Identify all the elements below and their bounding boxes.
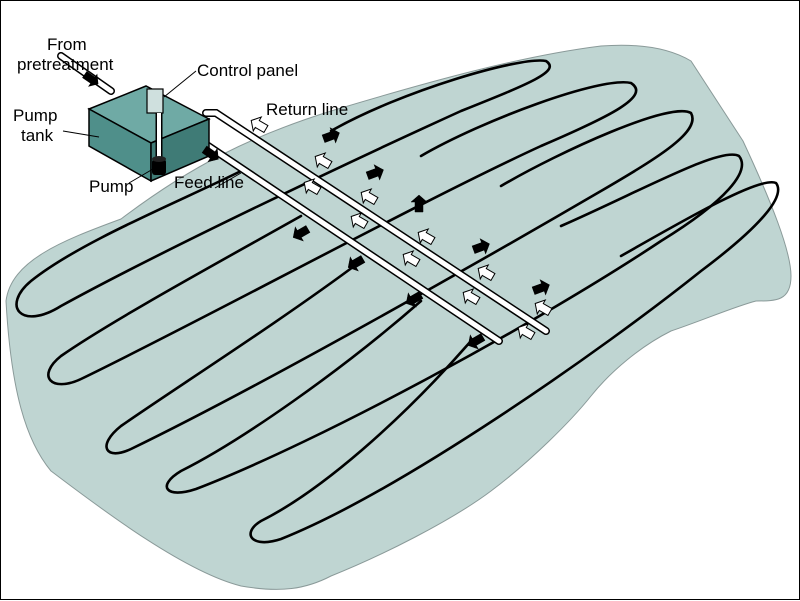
from-pretreatment-line-2: pretreatment [17,54,114,74]
pump-tank-leader [62,130,100,138]
pump-tank-line-2: tank [21,125,54,145]
from-pretreatment-label: From pretreatment [17,35,113,74]
control-panel [146,88,164,114]
from-pretreatment-line-1: From [47,35,87,54]
dispersal-field [5,44,792,590]
emitter-line-2 [47,80,638,386]
emitter-line-4 [165,153,744,494]
pump-tank-line-1: Pump [13,106,58,125]
pump-assembly [152,113,166,175]
feed-line-label: Feed line [174,173,244,192]
emitter-line-1 [15,59,552,318]
emitter-line-3 [105,110,694,455]
pump-tank-label: Pump tank [13,106,57,145]
control-panel-label: Control panel [197,61,299,80]
feed-line-leader [214,172,242,189]
control-panel-box [146,88,164,114]
pump-top [152,156,166,162]
control-panel-leader [163,70,197,98]
pump-label: Pump [89,177,134,196]
pump-body [152,159,166,175]
return-line-label: Return line [266,100,349,119]
emitter-lines [15,59,780,544]
return-line-pipe [203,110,549,334]
leader-lines [62,70,242,189]
emitter-line-5 [249,180,780,544]
pump-leader [128,168,154,184]
